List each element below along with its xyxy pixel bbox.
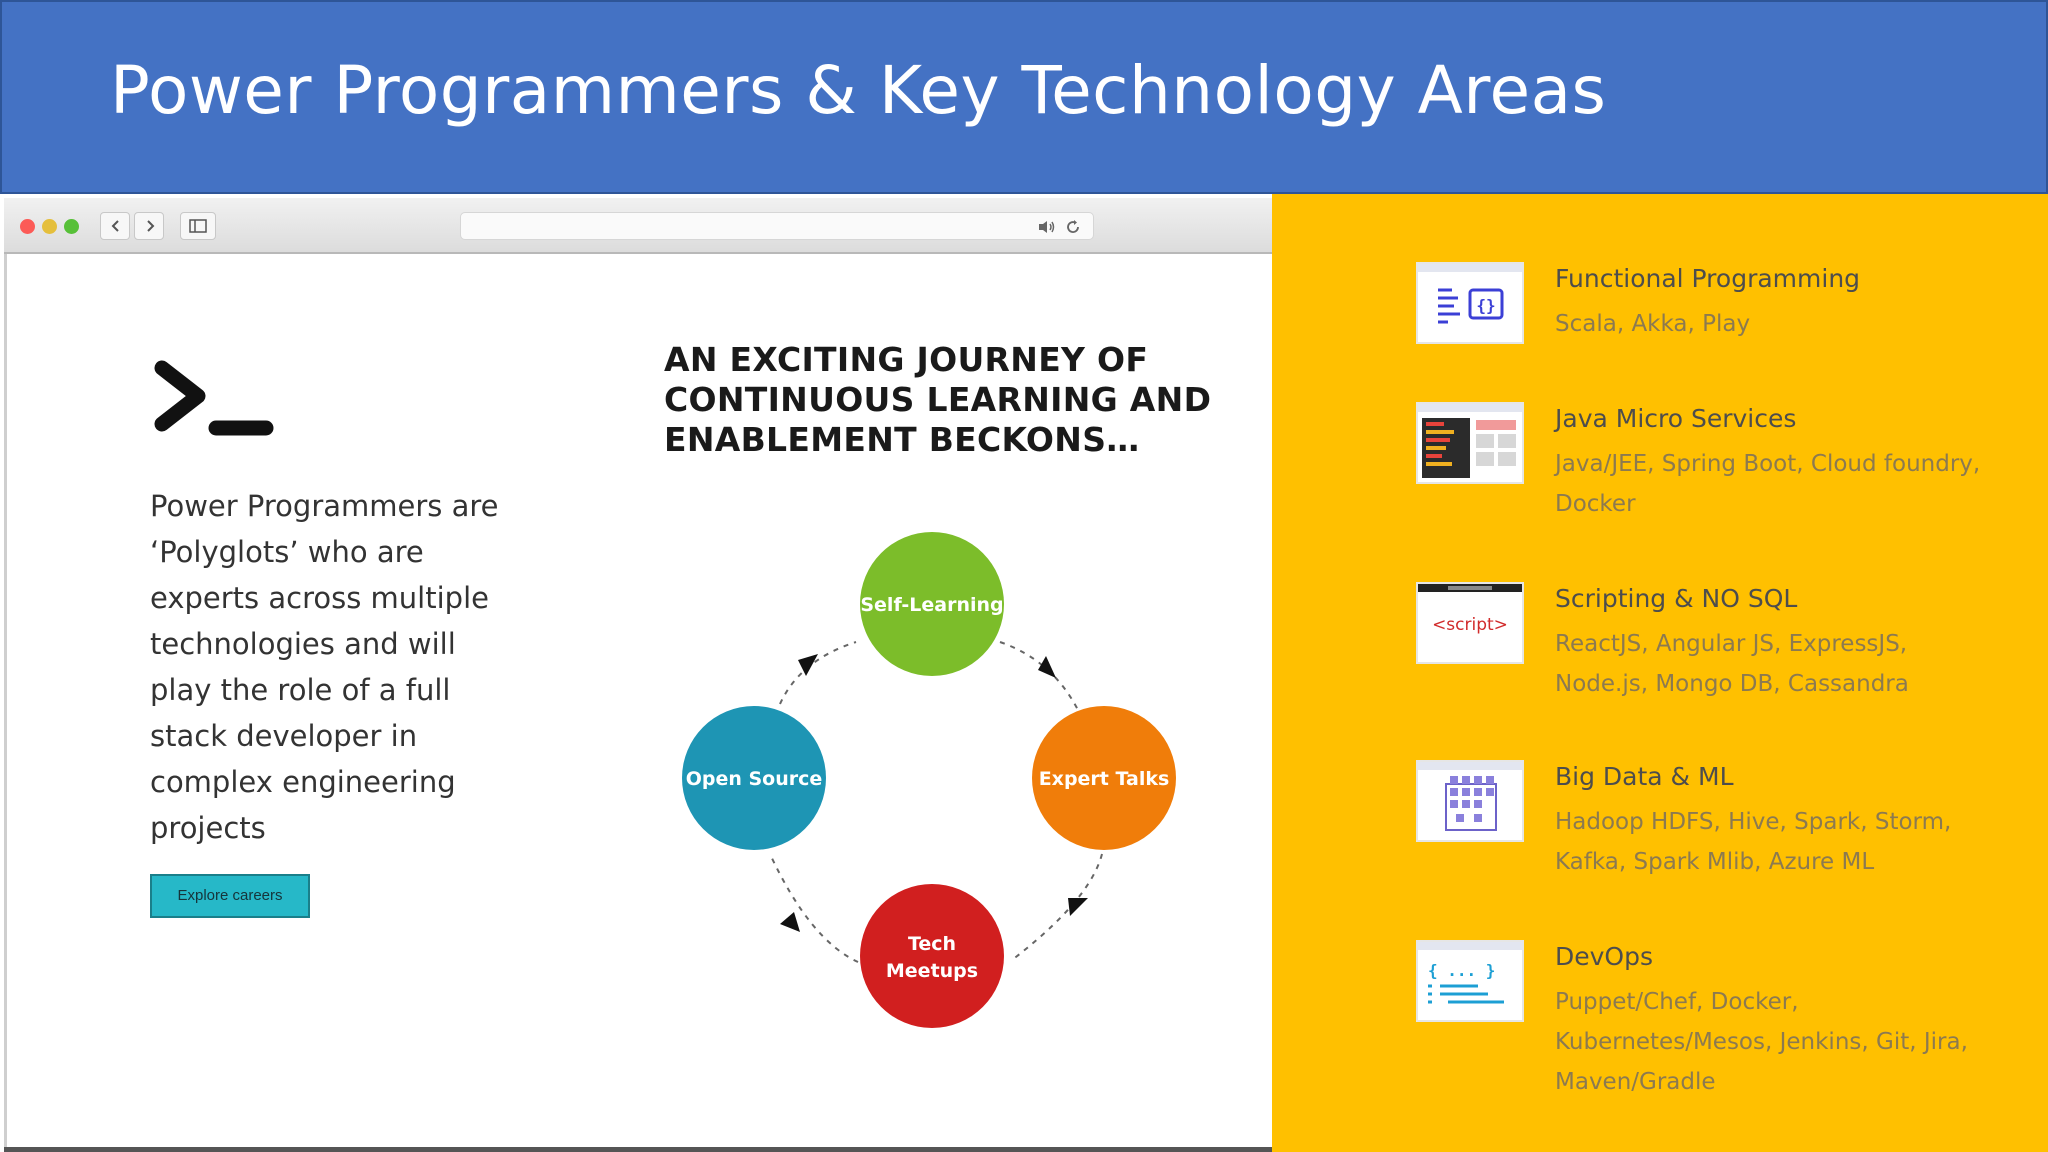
journey-heading: AN EXCITING JOURNEY OF CONTINUOUS LEARNI… [664, 340, 1212, 459]
tech-title: DevOps [1555, 942, 1653, 971]
reload-icon[interactable] [1065, 219, 1081, 235]
node-circle [1032, 706, 1176, 850]
tech-description: Java/JEE, Spring Boot, Cloud foundry, Do… [1555, 451, 1981, 517]
technology-panel: {} Functional Programming Scala, Akka, P… [1272, 194, 2048, 1152]
cycle-node-expert-talks: Expert Talks [1032, 706, 1176, 850]
node-label: Tech [908, 933, 956, 955]
node-circle [860, 532, 1004, 676]
node-label: Meetups [886, 960, 978, 982]
tech-title: Functional Programming [1555, 264, 1861, 293]
cycle-node-tech-meetups: Tech Meetups [860, 884, 1004, 1028]
code-braces-icon: {} [1418, 264, 1522, 342]
tech-description: Scala, Akka, Play [1555, 311, 1751, 337]
arrowhead-icon [780, 912, 800, 932]
terminal-prompt-icon [154, 360, 274, 436]
minimize-window-icon[interactable] [42, 219, 57, 234]
sidebar-icon [189, 219, 207, 233]
tech-title: Scripting & NO SQL [1555, 584, 1798, 613]
cycle-arrow-path [1011, 853, 1103, 961]
window-border [4, 254, 7, 1152]
tech-description: ReactJS, Angular JS, ExpressJS, Node.js,… [1555, 631, 1909, 697]
browser-toolbar [4, 198, 1272, 254]
explore-careers-button[interactable]: Explore careers [150, 874, 310, 918]
cycle-node-self-learning: Self-Learning [860, 532, 1004, 676]
script-tag-icon: <script> [1418, 584, 1522, 662]
page-title: Power Programmers & Key Technology Areas [110, 52, 1607, 129]
cycle-arrow-path [779, 641, 857, 705]
svg-text:{ ... }: { ... } [1428, 961, 1495, 980]
tech-title: Big Data & ML [1555, 762, 1734, 791]
chevron-right-icon [147, 220, 155, 232]
intro-text: Power Programmers are ‘Polyglots’ who ar… [150, 489, 499, 845]
data-grid-icon [1418, 762, 1522, 840]
code-editor-icon: { ... } [1418, 942, 1522, 1020]
node-label: Expert Talks [1039, 768, 1170, 790]
arrowhead-icon [1038, 656, 1056, 678]
maximize-window-icon[interactable] [64, 219, 79, 234]
node-circle [860, 884, 1004, 1028]
window-bottom-border [4, 1147, 1272, 1152]
learning-cycle-diagram: Self-Learning Expert Talks Tech Meetups … [682, 532, 1176, 1028]
back-button[interactable] [100, 212, 130, 240]
browser-window [4, 198, 1272, 1152]
close-window-icon[interactable] [20, 219, 35, 234]
tech-description: Puppet/Chef, Docker, Kubernetes/Mesos, J… [1555, 989, 1968, 1095]
tech-description: Hadoop HDFS, Hive, Spark, Storm, Kafka, … [1555, 809, 1952, 875]
cycle-arrow-path [999, 641, 1079, 711]
dashboard-window-icon [1418, 404, 1522, 482]
node-circle [682, 706, 826, 850]
cycle-arrow-path [769, 853, 859, 963]
address-bar[interactable] [460, 212, 1094, 240]
node-label: Self-Learning [860, 594, 1003, 616]
chevron-left-icon [111, 220, 119, 232]
speaker-icon[interactable] [1037, 219, 1057, 235]
svg-text:<script>: <script> [1432, 615, 1508, 635]
arrowhead-icon [1068, 898, 1088, 916]
node-label: Open Source [686, 768, 823, 790]
slide-header: Power Programmers & Key Technology Areas [0, 0, 2048, 194]
svg-text:{}: {} [1476, 296, 1495, 315]
tech-title: Java Micro Services [1555, 404, 1797, 433]
cycle-node-open-source: Open Source [682, 706, 826, 850]
sidebar-toggle-button[interactable] [180, 212, 216, 240]
forward-button[interactable] [134, 212, 164, 240]
arrowhead-icon [798, 654, 818, 676]
